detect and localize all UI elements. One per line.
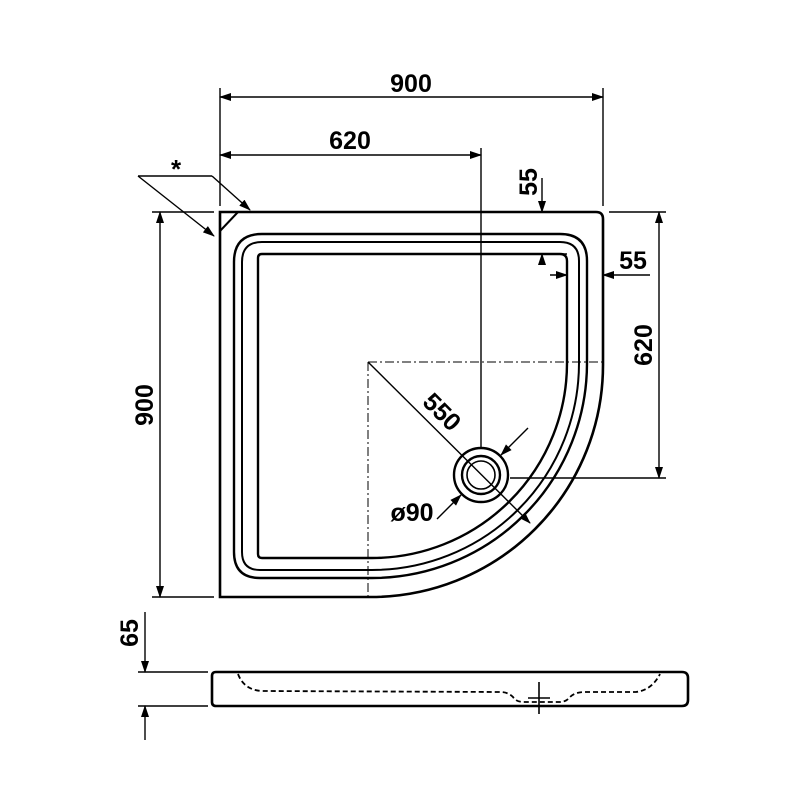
basin-floor-outline <box>256 252 569 560</box>
dim-top-900: 900 <box>219 70 604 206</box>
tray-profile-view <box>210 670 690 714</box>
dim-line-radius-550 <box>367 361 531 524</box>
dim-label-top-900: 900 <box>390 70 432 98</box>
note-mark-asterisk: * <box>171 154 182 184</box>
dim-profile-65: 65 <box>116 612 208 740</box>
dim-label-drain-90: ø90 <box>390 499 433 527</box>
drain-inner-ring <box>460 454 502 496</box>
dim-right-620: 620 <box>510 211 666 479</box>
dim-rim-top-55: 55 <box>515 168 567 265</box>
profile-basin-dashed <box>237 673 661 703</box>
dim-drain-90: ø90 <box>390 427 529 527</box>
dim-label-rim-right-55: 55 <box>619 247 647 275</box>
dim-top-620: 620 <box>219 127 482 448</box>
dim-label-right-620: 620 <box>630 324 658 366</box>
rim-channel-outer <box>232 232 589 580</box>
dim-label-radius-550: 550 <box>417 388 466 437</box>
note-mark-chamfer: * <box>137 154 251 237</box>
tray-plan-view <box>218 210 605 599</box>
dim-label-profile-65: 65 <box>116 619 144 647</box>
chamfer-mark <box>219 211 239 232</box>
dim-label-rim-top-55: 55 <box>515 168 543 196</box>
drain-hole <box>466 460 496 490</box>
profile-outline <box>210 670 690 708</box>
dim-label-left-900: 900 <box>131 384 159 426</box>
dim-label-top-620: 620 <box>329 127 371 155</box>
rim-channel-middle <box>241 241 580 571</box>
dim-rim-right-55: 55 <box>550 247 650 282</box>
dim-left-900: 900 <box>131 211 214 598</box>
tray-outer-outline <box>218 210 605 599</box>
